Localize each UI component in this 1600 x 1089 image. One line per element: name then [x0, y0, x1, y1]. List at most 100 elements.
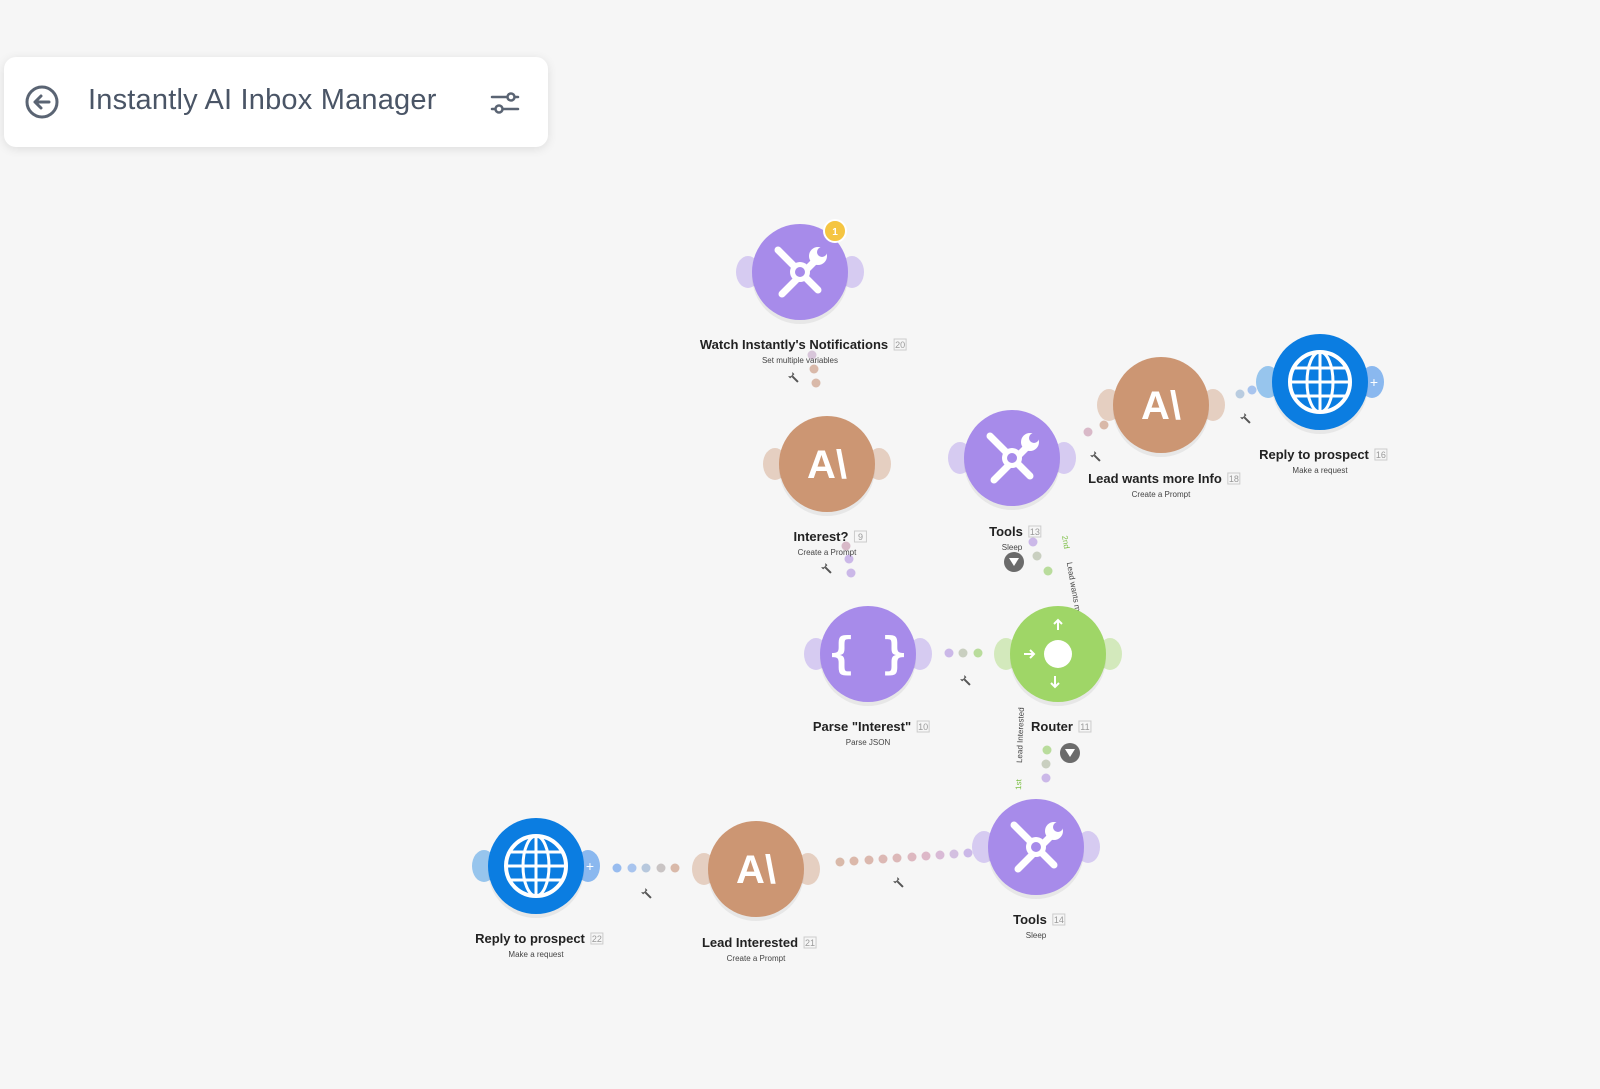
- link-router-tools13[interactable]: [1028, 537, 1053, 576]
- filter-funnel-icon[interactable]: [1004, 552, 1024, 572]
- connector-dot: [1028, 537, 1038, 547]
- connector-dot: [1041, 773, 1051, 783]
- link-parse-router[interactable]: [944, 648, 983, 658]
- connector-dot: [846, 568, 856, 578]
- link-settings-wrench-icon[interactable]: [960, 675, 972, 687]
- module-circle[interactable]: [1113, 357, 1209, 453]
- module-id-box: [1078, 720, 1092, 733]
- connector-dot: [1235, 389, 1245, 399]
- filter-funnel-icon[interactable]: [1060, 743, 1080, 763]
- plus-icon[interactable]: +: [586, 858, 594, 874]
- link-settings-wrench-icon[interactable]: [1240, 413, 1252, 425]
- module-operation: Set multiple variables: [762, 356, 838, 365]
- module-name: Interest?: [794, 529, 849, 544]
- module-name: Reply to prospect: [1259, 447, 1369, 462]
- module-circle[interactable]: [820, 606, 916, 702]
- anthropic-icon: A\: [1141, 384, 1181, 428]
- route-label: 1st Lead Interested: [1014, 707, 1026, 790]
- link-interest-parse[interactable]: [841, 541, 856, 578]
- module-name: Parse "Interest": [813, 719, 911, 734]
- module-id: 16: [1376, 450, 1386, 460]
- tools-icon: [986, 432, 1039, 484]
- module-name: Router: [1031, 719, 1073, 734]
- plus-icon[interactable]: +: [1370, 374, 1378, 390]
- module-id-box: [803, 936, 817, 949]
- module-id-box: [1227, 472, 1241, 485]
- route-order: 1st: [1014, 778, 1023, 790]
- connector-dot: [1043, 566, 1053, 576]
- tools-icon: [1010, 821, 1063, 873]
- connector-dot: [809, 364, 819, 374]
- connector-dot: [844, 554, 854, 564]
- connector-dot: [1032, 551, 1042, 561]
- link-settings-wrench-icon[interactable]: [821, 563, 833, 575]
- module-id-box: [1028, 525, 1042, 538]
- connector-dot: [1042, 745, 1052, 755]
- connector-dot: [807, 350, 817, 360]
- module-circle[interactable]: [779, 416, 875, 512]
- link-settings-wrench-icon[interactable]: [788, 372, 800, 384]
- module-name: Tools: [1013, 912, 1047, 927]
- module-id-box: [893, 338, 907, 351]
- link-tools13-leadinfo[interactable]: [1083, 420, 1109, 437]
- module-id: 20: [895, 340, 905, 350]
- module-operation: Create a Prompt: [798, 548, 857, 557]
- link-settings-wrench-icon[interactable]: [893, 877, 905, 889]
- module-operation: Create a Prompt: [1132, 490, 1191, 499]
- connections-layer: [612, 350, 1257, 873]
- connector-dot: [1099, 420, 1109, 430]
- link-leadinfo-reply16[interactable]: [1235, 385, 1257, 399]
- module-router[interactable]: Router 11: [994, 606, 1122, 734]
- link-watch-interest[interactable]: [807, 350, 821, 388]
- link-tools14-leadint[interactable]: [835, 848, 973, 867]
- connector-dot: [963, 848, 973, 858]
- connector-dot: [627, 863, 637, 873]
- route-name: Lead Interested: [1015, 707, 1026, 763]
- connector-dot: [656, 863, 666, 873]
- module-name: Watch Instantly's Notifications: [700, 337, 888, 352]
- connector-dot: [1247, 385, 1257, 395]
- connector-dot: [935, 850, 945, 860]
- connector-dot: [944, 648, 954, 658]
- connector-dot: [973, 648, 983, 658]
- scenario-title: Instantly AI Inbox Manager: [88, 84, 437, 116]
- connector-dot: [670, 863, 680, 873]
- module-id: 14: [1054, 915, 1064, 925]
- module-id: 11: [1080, 722, 1089, 732]
- module-name: Lead wants more Info: [1088, 471, 1222, 486]
- module-name: Lead Interested: [702, 935, 798, 950]
- back-arrow-icon[interactable]: [24, 84, 60, 120]
- link-settings-wrench-icon[interactable]: [1090, 451, 1102, 463]
- module-id-box: [590, 932, 604, 945]
- module-id: 13: [1030, 527, 1040, 537]
- operations-badge[interactable]: [823, 219, 847, 243]
- link-settings-wrench-icon[interactable]: [641, 888, 653, 900]
- json-braces-icon: { }: [828, 628, 907, 679]
- module-operation: Sleep: [1002, 543, 1023, 552]
- link-router-tools14[interactable]: [1041, 745, 1052, 783]
- connector-dot: [1041, 759, 1051, 769]
- sliders-icon[interactable]: [488, 86, 522, 120]
- badge-count: 1: [832, 227, 838, 238]
- module-operation: Sleep: [1026, 931, 1047, 940]
- connector-dot: [835, 857, 845, 867]
- connector-dot: [921, 851, 931, 861]
- tools-icon: [774, 246, 827, 298]
- scenario-header: Instantly AI Inbox Manager: [4, 57, 548, 147]
- globe-icon: [1288, 350, 1352, 414]
- module-circle[interactable]: [708, 821, 804, 917]
- svg-text:A\: A\: [736, 848, 776, 892]
- svg-text:{ }: { }: [828, 628, 907, 679]
- connector-dot: [949, 849, 959, 859]
- link-leadint-reply22[interactable]: [612, 863, 680, 873]
